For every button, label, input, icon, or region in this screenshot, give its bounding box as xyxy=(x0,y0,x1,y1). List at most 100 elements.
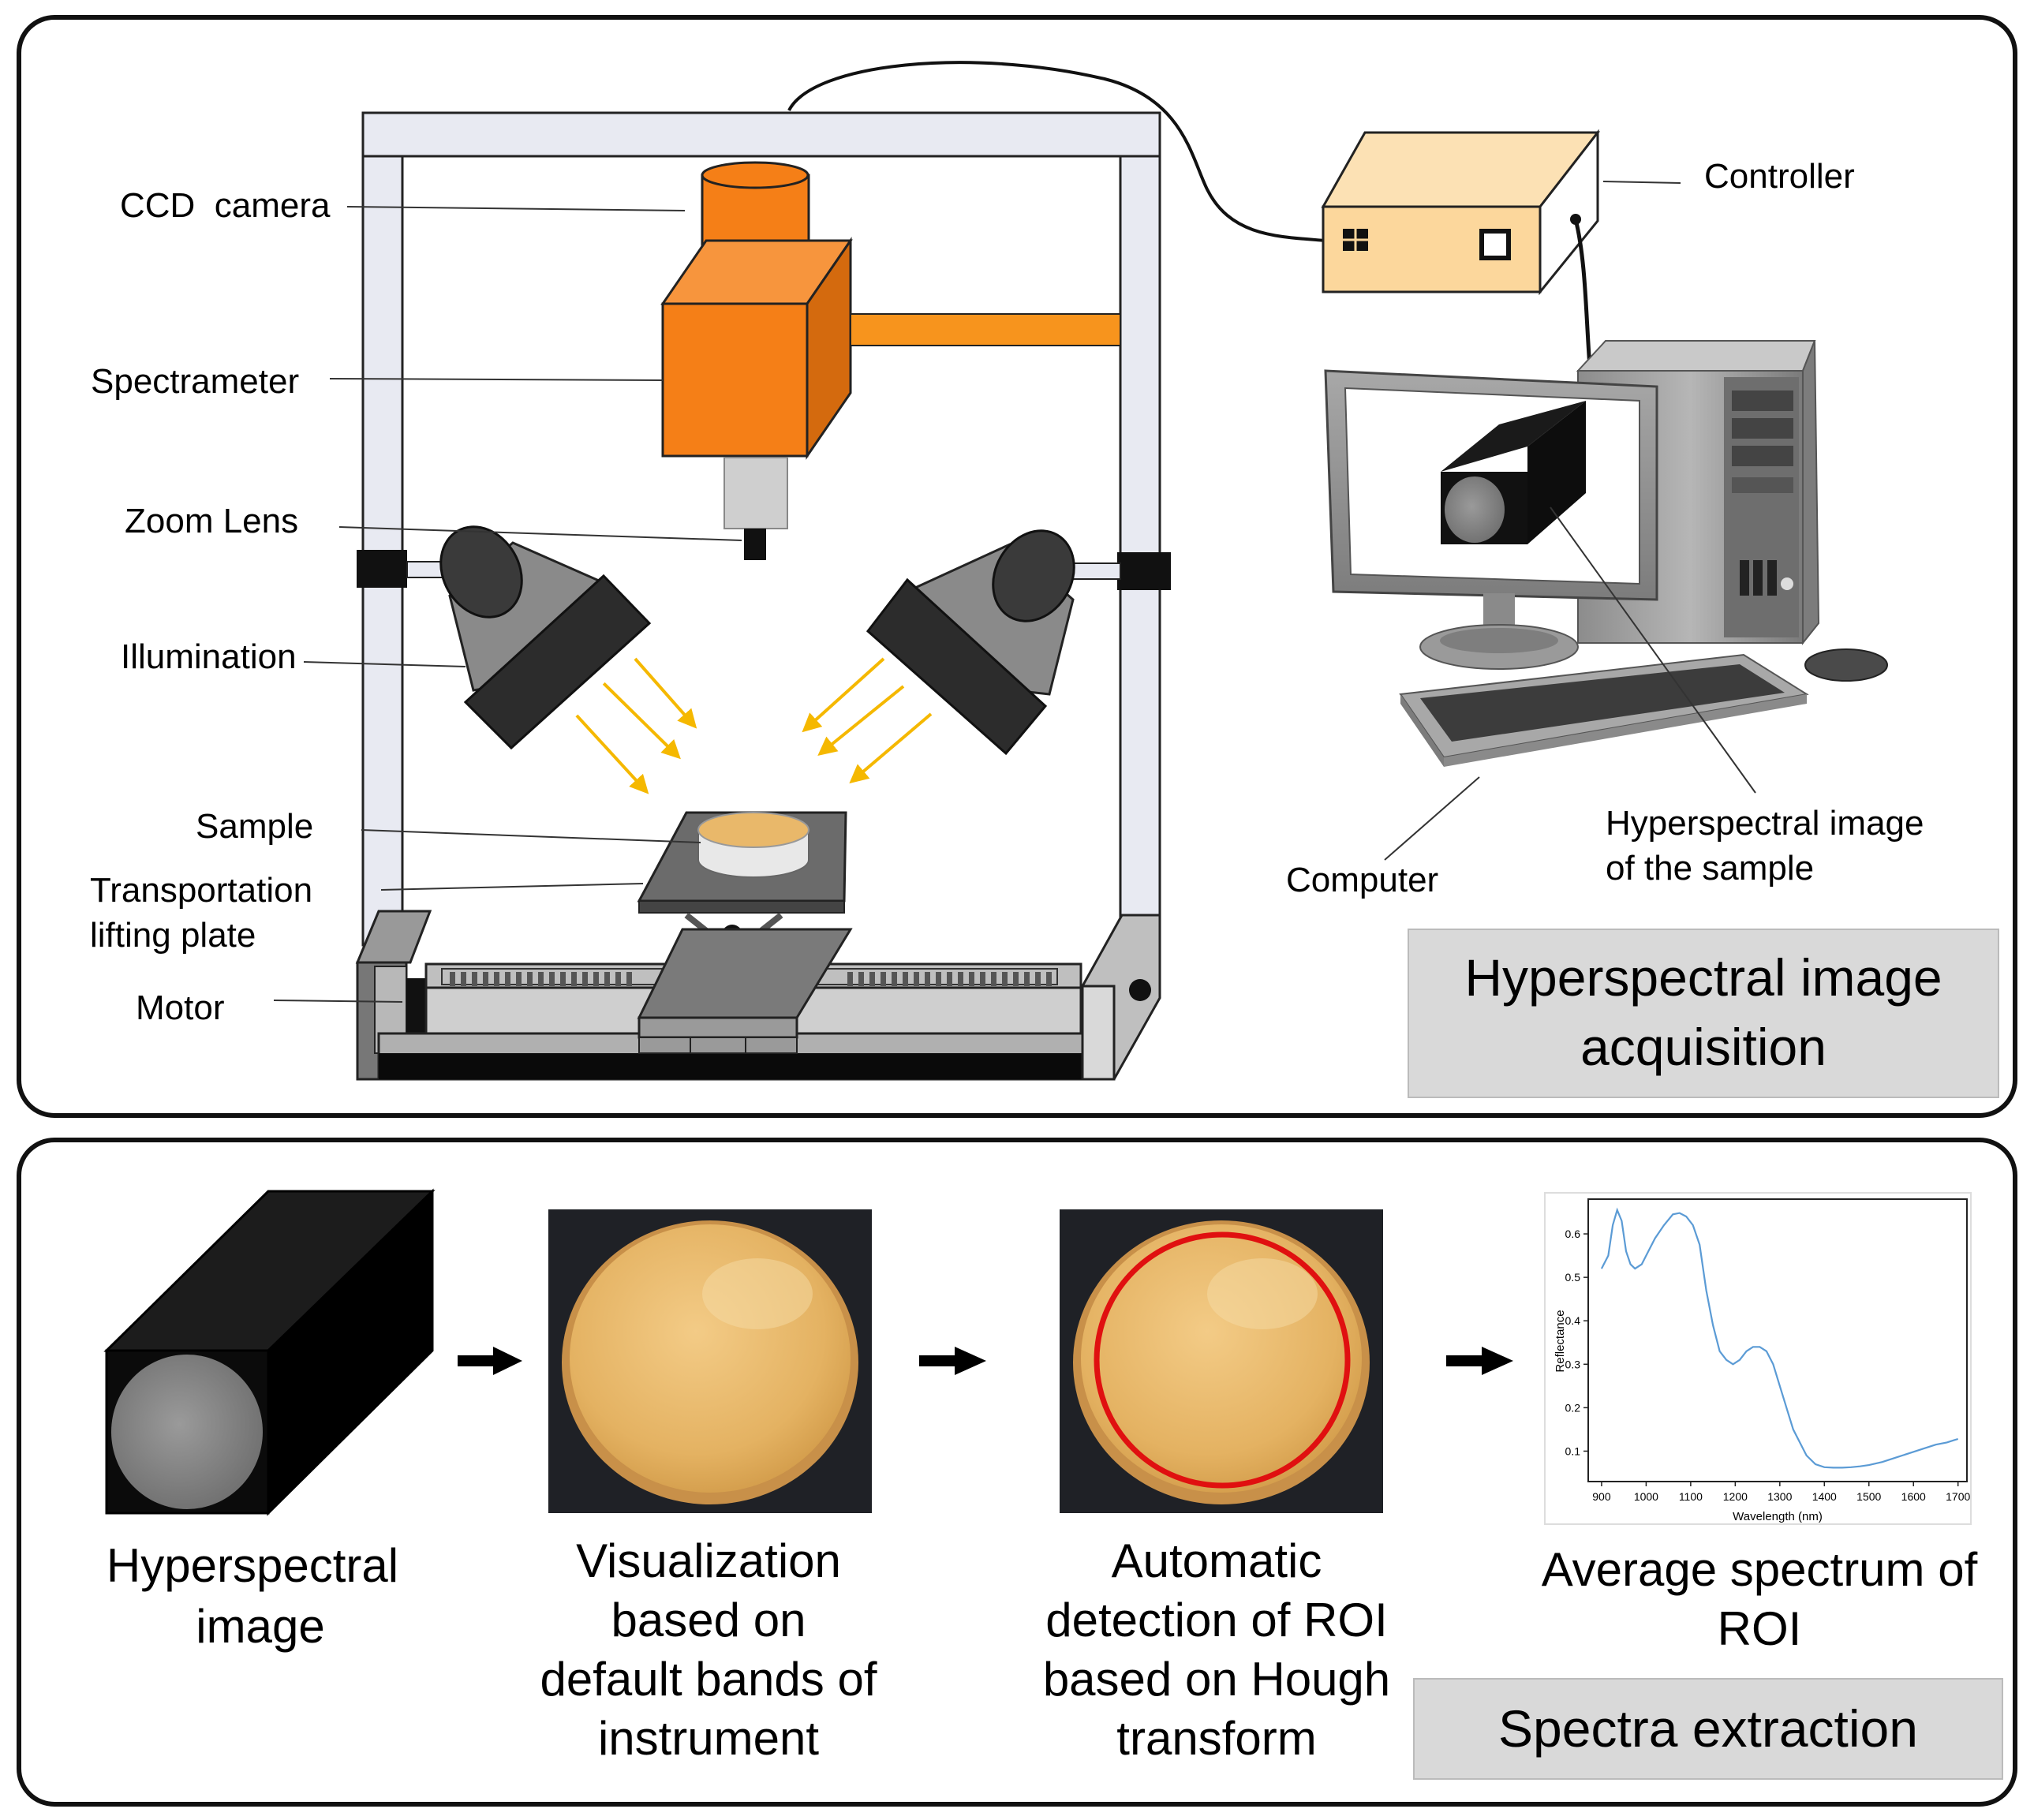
rail-tooth xyxy=(571,972,577,986)
spectrometer xyxy=(660,237,1121,460)
y-tick-label: 0.6 xyxy=(1565,1228,1581,1240)
rail-tooth xyxy=(925,972,930,986)
zoom-lens xyxy=(723,457,788,560)
rail-tooth xyxy=(472,972,477,986)
rail-tooth xyxy=(450,972,455,986)
sample xyxy=(697,812,809,878)
extraction-panel-border xyxy=(17,1138,2017,1807)
roi-detection-image xyxy=(1060,1209,1383,1513)
rail-tooth xyxy=(881,972,886,986)
rail-tooth xyxy=(1035,972,1041,986)
controller-computer-cable xyxy=(1573,219,1592,368)
step4-caption-line1: Average spectrum of xyxy=(1542,1543,1978,1596)
rail-tooth xyxy=(991,972,996,986)
acquisition-title-line2: acquisition xyxy=(1580,1018,1826,1076)
step3-caption-line3: based on Hough xyxy=(1043,1653,1390,1706)
y-tick-label: 0.1 xyxy=(1565,1444,1581,1457)
label-computer: Computer xyxy=(1286,861,1438,899)
acquisition-title-box xyxy=(1408,929,1999,1098)
hyperspectral-cube xyxy=(103,1188,436,1516)
step2-caption-line3: default bands of xyxy=(540,1653,877,1706)
chart-ylabel: Reflectance xyxy=(1554,1310,1567,1372)
label-transport-plate-line1: Transportation xyxy=(90,871,312,910)
light-rays xyxy=(575,657,933,794)
label-sample: Sample xyxy=(196,807,313,846)
x-tick-label: 1100 xyxy=(1679,1490,1703,1503)
label-controller: Controller xyxy=(1704,157,1855,196)
rail-tooth xyxy=(516,972,522,986)
x-tick-label: 1400 xyxy=(1812,1490,1837,1503)
label-zoom-lens: Zoom Lens xyxy=(125,502,298,540)
y-tick-label: 0.3 xyxy=(1565,1358,1581,1370)
label-hsi-sample-line1: Hyperspectral image xyxy=(1606,804,1924,843)
step3-caption-line1: Automatic xyxy=(1112,1534,1322,1587)
step2-caption-line2: based on xyxy=(611,1594,806,1646)
rail-tooth xyxy=(549,972,555,986)
controller-box xyxy=(1321,129,1601,296)
rail-tooth xyxy=(980,972,985,986)
rail-tooth xyxy=(847,972,853,986)
illumination-lamp-left xyxy=(439,525,652,750)
rail-tooth xyxy=(593,972,599,986)
transport-rail xyxy=(355,910,1161,1081)
label-illumination: Illumination xyxy=(121,637,297,676)
rail-tooth xyxy=(615,972,621,986)
rail-tooth xyxy=(903,972,908,986)
step1-caption-line1: Hyperspectral xyxy=(107,1539,398,1592)
x-tick-label: 1500 xyxy=(1856,1490,1881,1503)
rail-tooth xyxy=(626,972,632,986)
acquisition-title-line1: Hyperspectral image xyxy=(1464,948,1942,1007)
step-arrows xyxy=(458,1347,1513,1375)
chart-xlabel: Wavelength (nm) xyxy=(1733,1510,1823,1523)
step1-caption-line2: image xyxy=(196,1600,324,1653)
illumination-lamp-right xyxy=(866,529,1075,756)
spectrum-line xyxy=(1600,1207,1959,1469)
computer xyxy=(1324,340,1888,767)
rail-tooth xyxy=(538,972,544,986)
label-transport-plate-line2: lifting plate xyxy=(90,916,256,955)
rail-tooth xyxy=(1024,972,1030,986)
rail-tooth xyxy=(936,972,941,986)
y-tick-label: 0.2 xyxy=(1565,1401,1581,1414)
leader-lines xyxy=(273,181,1756,1003)
rail-tooth xyxy=(914,972,919,986)
rail-tooth xyxy=(582,972,588,986)
rail-tooth xyxy=(1002,972,1008,986)
rail-tooth xyxy=(560,972,566,986)
rail-tooth xyxy=(958,972,963,986)
rail-tooth xyxy=(505,972,510,986)
step3-caption-line2: detection of ROI xyxy=(1045,1594,1388,1646)
rail-tooth xyxy=(483,972,488,986)
step3-caption-line4: transform xyxy=(1116,1712,1316,1765)
y-tick-label: 0.4 xyxy=(1565,1314,1581,1327)
rail-teeth xyxy=(450,972,1052,986)
controller-cable xyxy=(787,61,1326,242)
step2-caption-line4: instrument xyxy=(598,1712,819,1765)
label-ccd-camera: CCD camera xyxy=(120,186,331,225)
label-motor: Motor xyxy=(136,988,224,1027)
sample-visualization-image xyxy=(548,1209,872,1513)
rail-tooth xyxy=(969,972,974,986)
label-hsi-sample-line2: of the sample xyxy=(1606,849,1814,888)
rail-tooth xyxy=(1046,972,1052,986)
extraction-title: Spectra extraction xyxy=(1498,1699,1918,1758)
rail-tooth xyxy=(858,972,864,986)
step4-caption-line2: ROI xyxy=(1718,1602,1802,1655)
rail-tooth xyxy=(869,972,875,986)
acquisition-panel-border xyxy=(17,15,2017,1118)
rail-tooth xyxy=(461,972,466,986)
rail-tooth xyxy=(527,972,533,986)
x-tick-label: 1600 xyxy=(1901,1490,1926,1503)
y-tick-label: 0.5 xyxy=(1565,1271,1581,1284)
label-spectrometer: Spectrameter xyxy=(91,362,299,401)
rail-tooth xyxy=(892,972,897,986)
step2-caption-line1: Visualization xyxy=(576,1534,841,1587)
rail-tooth xyxy=(604,972,610,986)
chart-plot-area xyxy=(1587,1198,1968,1482)
extraction-title-box xyxy=(1413,1678,2003,1780)
x-tick-label: 1000 xyxy=(1634,1490,1658,1503)
x-tick-label: 1200 xyxy=(1723,1490,1748,1503)
